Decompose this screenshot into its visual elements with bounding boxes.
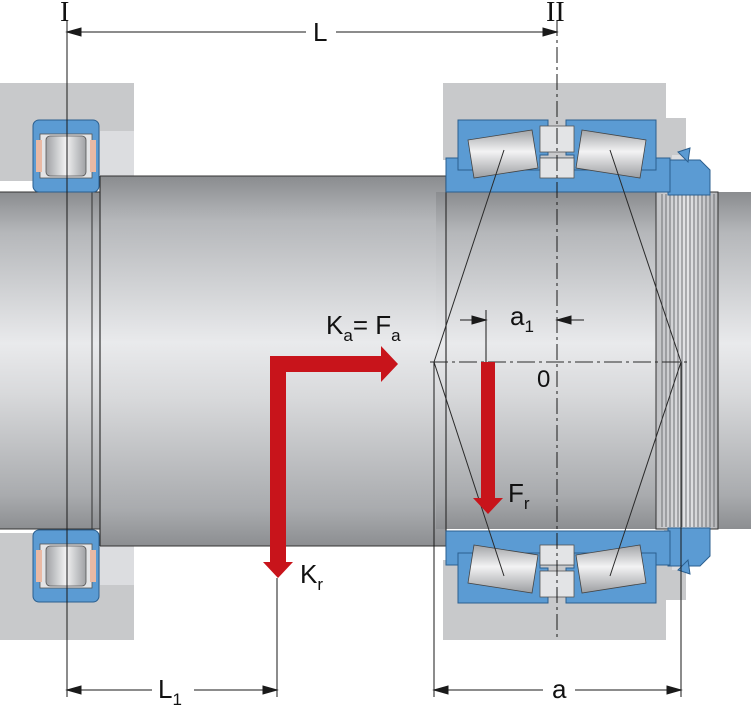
plane-label-II: II: [546, 0, 565, 28]
paired-tapered-roller-bearing-icon: [445, 119, 671, 604]
origin-label: 0: [537, 366, 551, 393]
dimension-L1: [65, 685, 279, 695]
radial-force-arrow: [473, 362, 503, 514]
axial-load-sub: a: [343, 326, 353, 345]
cylindrical-roller-bearing-icon: [32, 119, 100, 603]
lock-nut-icon: [655, 147, 719, 575]
radial-load-label: Kr: [300, 559, 323, 593]
dimension-lines: [65, 27, 683, 695]
dimension-L: [65, 27, 559, 37]
dimension-label-a1-sub: 1: [524, 317, 534, 336]
dimension-label-a: a: [552, 674, 567, 704]
radial-load-sub: r: [317, 575, 324, 594]
radial-force-main: F: [508, 478, 524, 508]
left-bearing-bottom: [32, 529, 100, 603]
reference-planes: [66, 20, 682, 697]
axial-load-label: Ka= Fa: [326, 310, 401, 344]
dimension-label-L: L: [313, 17, 328, 47]
radial-force-sub: r: [523, 494, 530, 513]
axial-equals: =: [352, 310, 368, 340]
axial-force-sub: a: [391, 326, 401, 345]
radial-load-arrow: [263, 356, 293, 578]
dimension-label-L1-sub: 1: [172, 690, 182, 709]
radial-load-main: K: [300, 559, 318, 589]
dimension-label-a1: a1: [510, 301, 534, 335]
dimension-label-a1-main: a: [510, 301, 525, 331]
right-bearing-bottom: [445, 530, 671, 604]
dimension-a: [432, 685, 683, 695]
axial-load-main: K: [326, 310, 344, 340]
plane-label-I: I: [60, 0, 70, 28]
axial-force-main: F: [375, 310, 392, 340]
dimension-a1: [460, 310, 584, 362]
axial-load-arrow: [270, 346, 398, 382]
left-bearing-top: [32, 119, 100, 193]
right-bearing-top: [445, 119, 671, 193]
dimension-label-L1: L1: [158, 674, 182, 708]
radial-force-label: Fr: [508, 478, 530, 512]
dimension-label-L1-main: L: [158, 674, 173, 704]
